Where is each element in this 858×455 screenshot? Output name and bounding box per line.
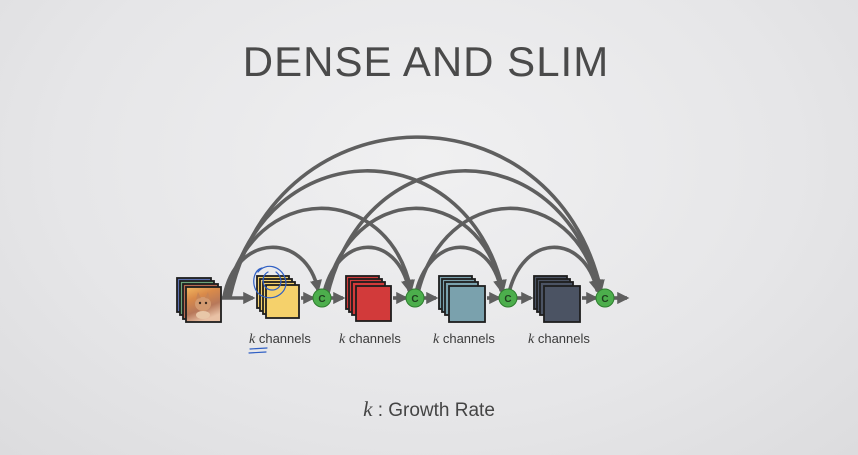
cat-image: [185, 286, 222, 323]
slide-title: DENSE AND SLIM: [242, 38, 610, 85]
channel-label-3: k channels: [433, 331, 495, 347]
concat-label: C: [504, 294, 511, 305]
feature-map-stack-2: [345, 275, 392, 322]
concat-label: C: [318, 294, 325, 305]
concat-node-3: C: [498, 288, 518, 308]
arc-input-to-c4: [228, 135, 605, 299]
feature-map: [448, 285, 486, 323]
input-image-stack: [176, 277, 222, 323]
concat-node-4: C: [595, 288, 615, 308]
arc-c2-to-c4: [415, 206, 602, 299]
concat-node-1: C: [312, 288, 332, 308]
concat-label: C: [411, 294, 418, 305]
feature-map: [355, 285, 392, 322]
skip-connection-arcs: [222, 135, 605, 299]
channel-label-1: k channels: [249, 331, 311, 347]
channel-label-2: k channels: [339, 331, 401, 347]
arc-c3-to-c4: [506, 245, 601, 299]
pen-annotation: [248, 265, 287, 354]
arc-c1-to-c4: [325, 169, 603, 299]
channel-label-4: k channels: [528, 331, 590, 347]
concat-label: C: [601, 294, 608, 305]
concat-node-2: C: [405, 288, 425, 308]
feature-map-stack-4: [533, 275, 581, 323]
feature-map-stack-3: [438, 275, 486, 323]
feature-map: [543, 285, 581, 323]
growth-rate-caption: k : Growth Rate: [363, 397, 495, 421]
